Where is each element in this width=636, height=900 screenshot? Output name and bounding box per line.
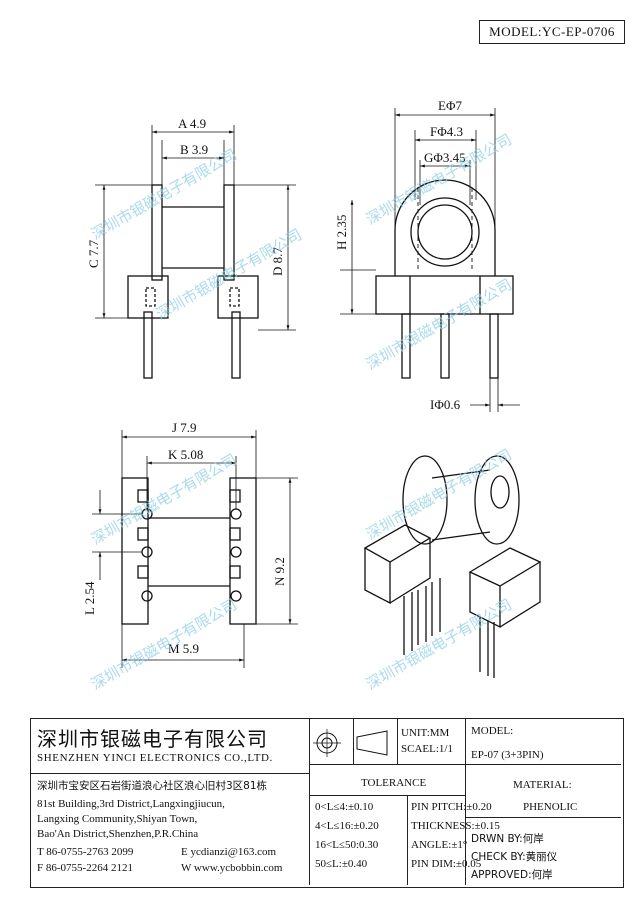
title-block: 深圳市银磁电子有限公司 SHENZHEN YINCI ELECTRONICS C… — [30, 718, 624, 888]
address-cn: 深圳市宝安区石岩街道浪心社区浪心旧村3区81栋 — [37, 780, 268, 792]
tol2-row-2: THICKNESS:±0.15 — [411, 820, 500, 832]
dim-f-label: FΦ4.3 — [430, 124, 463, 139]
material-value: PHENOLIC — [523, 801, 578, 813]
email: E ycdianzi@163.com — [181, 846, 277, 858]
dim-a-label: A 4.9 — [178, 116, 206, 131]
dim-c-label: C 7.7 — [86, 239, 101, 268]
watermark-1: 深圳市银磁电子有限公司 — [88, 145, 240, 243]
bottom-view — [92, 430, 298, 668]
dim-h-label: H 2.35 — [334, 215, 349, 250]
model-label: MODEL: — [471, 725, 514, 737]
model-value: EP-07 (3+3PIN) — [471, 749, 544, 761]
dim-i-label: IΦ0.6 — [430, 397, 461, 412]
tol-row-1: 0<L≤4:±0.10 — [315, 801, 374, 813]
side-view — [340, 108, 520, 412]
dim-e-label: EΦ7 — [438, 98, 462, 113]
fax: F 86-0755-2264 2121 — [37, 862, 133, 874]
unit: UNIT:MM — [401, 727, 450, 739]
dim-j-label: J 7.9 — [172, 420, 197, 435]
tol-row-4: 50≤L:±0.40 — [315, 858, 368, 870]
model-header: MODEL:YC-EP-0706 — [479, 20, 625, 44]
dim-m-label: M 5.9 — [168, 641, 199, 656]
tol-row-3: 16<L≤50:0.30 — [315, 839, 379, 851]
watermark-7: 深圳市银磁电子有限公司 — [88, 595, 240, 693]
tol2-row-3: ANGLE:±1° — [411, 839, 468, 851]
watermark-5: 深圳市银磁电子有限公司 — [88, 450, 240, 548]
dim-n-label: N 9.2 — [272, 557, 287, 586]
watermark-4: 深圳市银磁电子有限公司 — [363, 275, 515, 373]
dim-b-label: B 3.9 — [180, 142, 208, 157]
scale: SCAEL:1/1 — [401, 743, 453, 755]
web: W www.ycbobbin.com — [181, 862, 283, 874]
tolerance-title: TOLERANCE — [361, 777, 427, 789]
watermark-8: 深圳市银磁电子有限公司 — [363, 595, 515, 693]
tol-row-2: 4<L≤16:±0.20 — [315, 820, 379, 832]
dim-g-label: GΦ3.45 — [424, 150, 466, 165]
dim-k-label: K 5.08 — [168, 447, 203, 462]
company-name-cn: 深圳市银磁电子有限公司 — [37, 727, 268, 751]
tel: T 86-0755-2763 2099 — [37, 846, 134, 858]
company-name-en: SHENZHEN YINCI ELECTRONICS CO.,LTD. — [37, 752, 273, 764]
tol2-row-4: PIN DIM:±0.05 — [411, 858, 482, 870]
isometric-view — [363, 455, 542, 678]
check-by: CHECK BY:黄丽仪 — [471, 851, 558, 863]
approved-by: APPROVED:何岸 — [471, 869, 553, 881]
watermark-6: 深圳市银磁电子有限公司 — [363, 445, 515, 543]
front-view — [95, 125, 296, 379]
address-en-2: Langxing Community,Shiyan Town, — [37, 813, 198, 825]
drawn-by: DRWN BY:何岸 — [471, 833, 544, 845]
address-en-3: Bao'An District,Shenzhen,P.R.China — [37, 828, 199, 840]
material-label: MATERIAL: — [513, 779, 572, 791]
projection-symbol-icon — [313, 729, 388, 757]
dim-d-label: D 8.7 — [270, 247, 285, 276]
address-en-1: 81st Building,3rd District,Langxingjiucu… — [37, 798, 225, 810]
technical-drawing: A 4.9 B 3.9 C 7.7 D 8.7 — [82, 98, 542, 693]
tol2-row-1: PIN PITCH:±0.20 — [411, 801, 492, 813]
dim-l-label: L 2.54 — [82, 581, 97, 615]
